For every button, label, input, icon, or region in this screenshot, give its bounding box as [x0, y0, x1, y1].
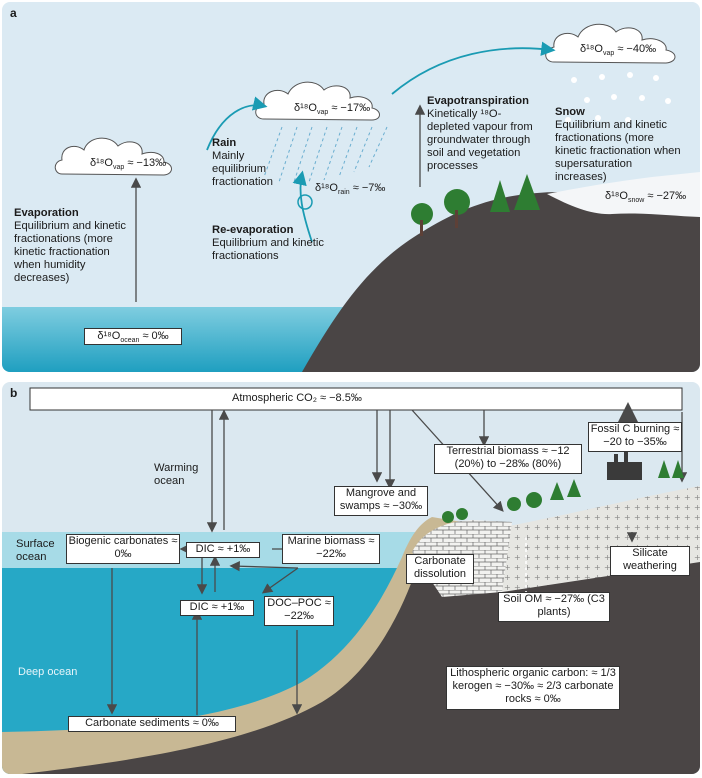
panel-a-illustration [2, 23, 700, 372]
soil-om-box: Soil OM ≈ −27‰ (C3 plants) [498, 592, 610, 622]
factory-icon [607, 452, 642, 480]
snow-cap [547, 172, 700, 217]
cloud2-value: δ¹⁸Ovap ≈ −17‰ [294, 102, 371, 117]
cloud1-value: δ¹⁸Ovap ≈ −13‰ [90, 157, 167, 172]
carbonate-dissolution-box: Carbonate dissolution [406, 554, 474, 584]
evaporation-label: Evaporation Equilibrium and kinetic frac… [14, 207, 139, 285]
reevaporation-title: Re-evaporation [212, 224, 294, 236]
snow-value: δ¹⁸Osnow ≈ −27‰ [605, 190, 687, 205]
reevaporation-label: Re-evaporation Equilibrium and kinetic f… [212, 224, 337, 263]
panel-b-carbon-cycle: + [2, 382, 700, 774]
evapotranspiration-label: Evapotranspiration Kinetically ¹⁸O-deple… [427, 95, 542, 173]
tree-group-b [442, 460, 684, 523]
panel-a-water-cycle: a Evaporation Equilibrium and kinetic fr… [2, 2, 700, 372]
rain-value: δ¹⁸Orain ≈ −7‰ [315, 182, 386, 197]
terrestrial-biomass-box: Terrestrial biomass ≈ −12 (20%) to −28‰ … [434, 444, 582, 474]
ocean-value-box: δ¹⁸Oocean ≈ 0‰ [84, 328, 182, 345]
rain-label: Rain Mainly equilibrium fractionation [212, 137, 297, 189]
rain-title: Rain [212, 137, 237, 149]
cloud-1 [54, 137, 172, 176]
surface-ocean-label: Surface ocean [16, 538, 55, 563]
rain-text: Mainly equilibrium fractionation [212, 150, 273, 188]
panel-b-letter: b [10, 386, 18, 400]
fossil-carbon-box: Fossil C burning ≈ −20 to −35‰ [588, 422, 682, 452]
cloud2-to-cloud3-arrow [391, 41, 556, 95]
snow-label: Snow Equilibrium and kinetic fractionati… [555, 106, 683, 184]
warming-ocean-label: Warming ocean [154, 462, 199, 487]
evaporation-title: Evaporation [14, 207, 79, 219]
reevaporation-loop [297, 194, 313, 210]
tree-group [411, 174, 540, 236]
land-mass [302, 177, 700, 372]
dic-surface-box: DIC ≈ +1‰ [186, 542, 260, 558]
snowflakes [565, 72, 671, 123]
reevaporation-text: Equilibrium and kinetic fractionations [212, 237, 324, 262]
carbonate-sediments-box: Carbonate sediments ≈ 0‰ [68, 716, 236, 732]
deep-ocean-label: Deep ocean [18, 666, 78, 678]
mangrove-box: Mangrove and swamps ≈ −30‰ [334, 486, 428, 516]
dic-deep-box: DIC ≈ +1‰ [180, 600, 254, 616]
atmosphere-box [29, 387, 683, 411]
evapotranspiration-title: Evapotranspiration [427, 95, 529, 107]
snow-text: Equilibrium and kinetic fractionations (… [555, 119, 681, 183]
lithospheric-box: Lithospheric organic carbon: ≈ 1/3 kerog… [446, 666, 620, 710]
cloud1-to-cloud2-arrow [206, 96, 268, 151]
biogenic-carbonates-box: Biogenic carbonates ≈ 0‰ [66, 534, 180, 564]
doc-poc-box: DOC–POC ≈ −22‰ [264, 596, 334, 626]
atmospheric-co2-label: Atmospheric CO₂ ≈ −8.5‰ [232, 392, 362, 404]
silicate-weathering-box: Silicate weathering [610, 546, 690, 576]
snow-title: Snow [555, 106, 585, 118]
cloud3-value: δ¹⁸Ovap ≈ −40‰ [580, 43, 657, 58]
evaporation-text: Equilibrium and kinetic fractionations (… [14, 220, 126, 284]
panel-a-letter: a [10, 6, 17, 20]
marine-biomass-box: Marine biomass ≈ −22‰ [282, 534, 380, 564]
reevaporation-arrow [292, 170, 313, 243]
evapotranspiration-text: Kinetically ¹⁸O-depleted vapour from gro… [427, 108, 533, 172]
